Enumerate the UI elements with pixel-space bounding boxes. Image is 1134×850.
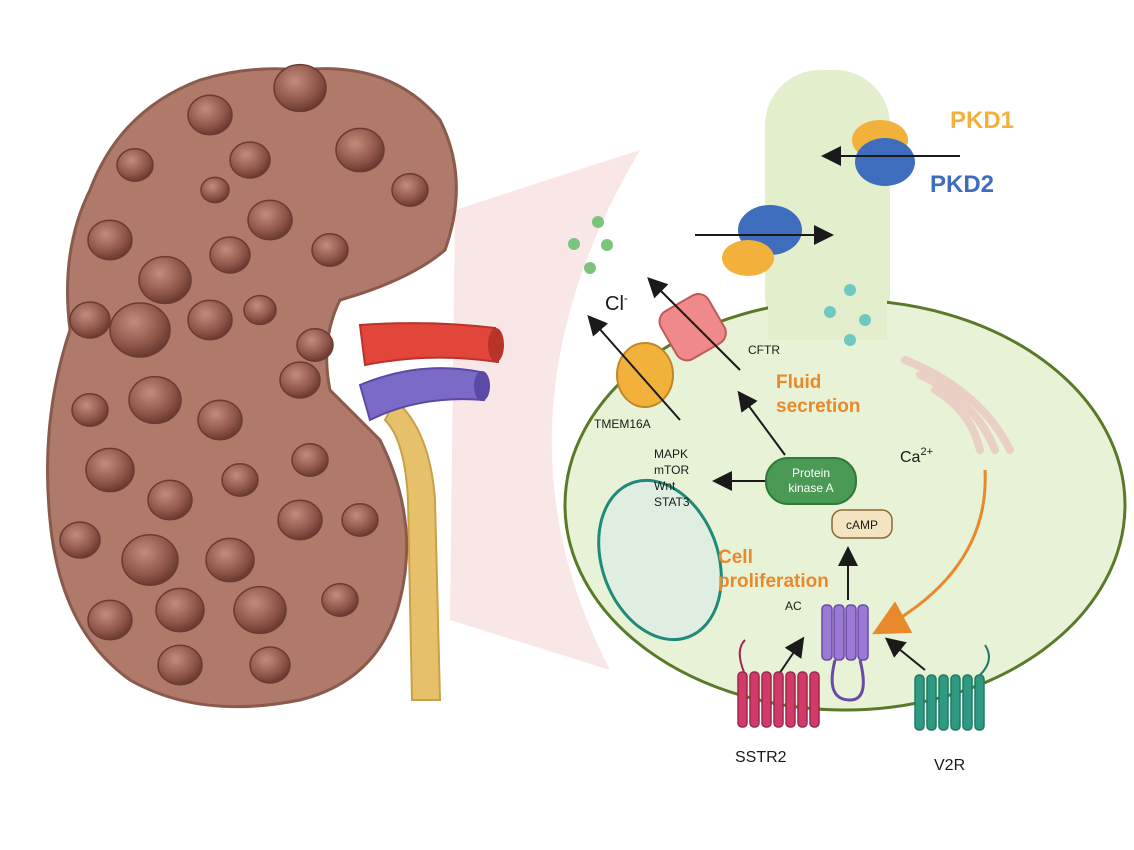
arrow-pka-to-fluid	[737, 390, 786, 456]
arrow-v2r-to-ac	[884, 637, 926, 671]
v2r-label: V2R	[934, 757, 965, 774]
kidney-cyst	[187, 299, 233, 341]
kidney-cyst	[109, 302, 171, 358]
kidney-cyst	[321, 583, 359, 617]
kidney-cyst	[221, 463, 259, 497]
wnt-label: Wnt	[654, 479, 676, 493]
kidney-cyst	[279, 361, 321, 399]
kidney-cyst	[187, 94, 233, 136]
cftr-label: CFTR	[748, 343, 780, 357]
nucleus	[597, 478, 723, 642]
kidney-cyst	[341, 503, 379, 537]
tmem16a-label: TMEM16A	[594, 417, 651, 431]
stat3-label: STAT3	[654, 495, 690, 509]
ac-label: AC	[785, 599, 802, 613]
kidney-cyst	[233, 585, 287, 635]
protein-kinase-label-2: kinase A	[788, 481, 833, 495]
kidney-cyst	[335, 127, 385, 173]
mapk-label: MAPK	[654, 447, 688, 461]
fluid-secretion-label-1: Fluid	[776, 372, 821, 393]
kidney-cyst	[87, 219, 133, 261]
kidney-cyst	[87, 599, 133, 641]
kidney-cyst	[243, 294, 277, 326]
kidney-cyst	[121, 534, 179, 586]
kidney-cyst	[200, 176, 230, 204]
kidney-cyst	[116, 148, 154, 182]
kidney-cyst	[273, 63, 327, 113]
pkd-complex-upper	[821, 120, 960, 186]
renal-artery	[358, 322, 500, 367]
kidney-cyst	[157, 644, 203, 686]
mtor-label: mTOR	[654, 463, 689, 477]
kidney-cyst	[155, 587, 205, 633]
kidney-cyst	[311, 233, 349, 267]
kidney-cyst	[85, 447, 135, 493]
kidney-cyst	[205, 537, 255, 583]
calcium-ions	[824, 284, 871, 346]
calcium-label: Ca2+	[900, 446, 933, 466]
cell-proliferation-label-2: proliferation	[718, 571, 829, 592]
kidney-cyst	[247, 199, 293, 241]
pkd1-label: PKD1	[950, 107, 1014, 134]
kidney-cyst	[391, 173, 429, 207]
pkd2-label: PKD2	[930, 171, 994, 198]
tmem16a-channel	[587, 315, 681, 421]
fluid-secretion-label-2: secretion	[776, 396, 860, 417]
camp-box	[831, 509, 893, 539]
v2r-receptor	[914, 644, 990, 731]
endoplasmic-reticulum	[901, 356, 1014, 454]
ureter	[383, 398, 442, 701]
chloride-ions	[568, 216, 613, 274]
kidney-cyst	[277, 499, 323, 541]
camp-label: cAMP	[846, 518, 878, 532]
adenylyl-cyclase	[821, 604, 869, 702]
kidney-cyst	[71, 393, 109, 427]
sstr2-receptor	[737, 639, 820, 728]
kidney-cyst	[147, 479, 193, 521]
protein-kinase-label-1: Protein	[792, 466, 830, 480]
kidney-cyst	[128, 375, 182, 425]
sstr2-label: SSTR2	[735, 749, 787, 766]
protein-kinase-a	[765, 457, 857, 505]
kidney-cyst	[59, 521, 101, 559]
kidney-cyst	[69, 301, 111, 339]
chloride-label: Cl-	[605, 291, 628, 315]
kidney-cyst	[296, 328, 334, 362]
cftr-channel	[647, 277, 741, 371]
kidney-cyst	[229, 141, 271, 179]
kidney-cyst	[197, 399, 243, 441]
kidney-cyst	[291, 443, 329, 477]
kidney-cysts	[59, 63, 429, 686]
kidney-cyst	[249, 646, 291, 684]
cell-proliferation-label-1: Cell	[718, 547, 753, 568]
arrow-ca-to-ac	[872, 469, 987, 635]
zoom-cone	[450, 150, 640, 670]
kidney-cyst	[209, 236, 251, 274]
kidney-cyst	[138, 255, 192, 305]
pkd-complex-lower	[695, 205, 834, 276]
